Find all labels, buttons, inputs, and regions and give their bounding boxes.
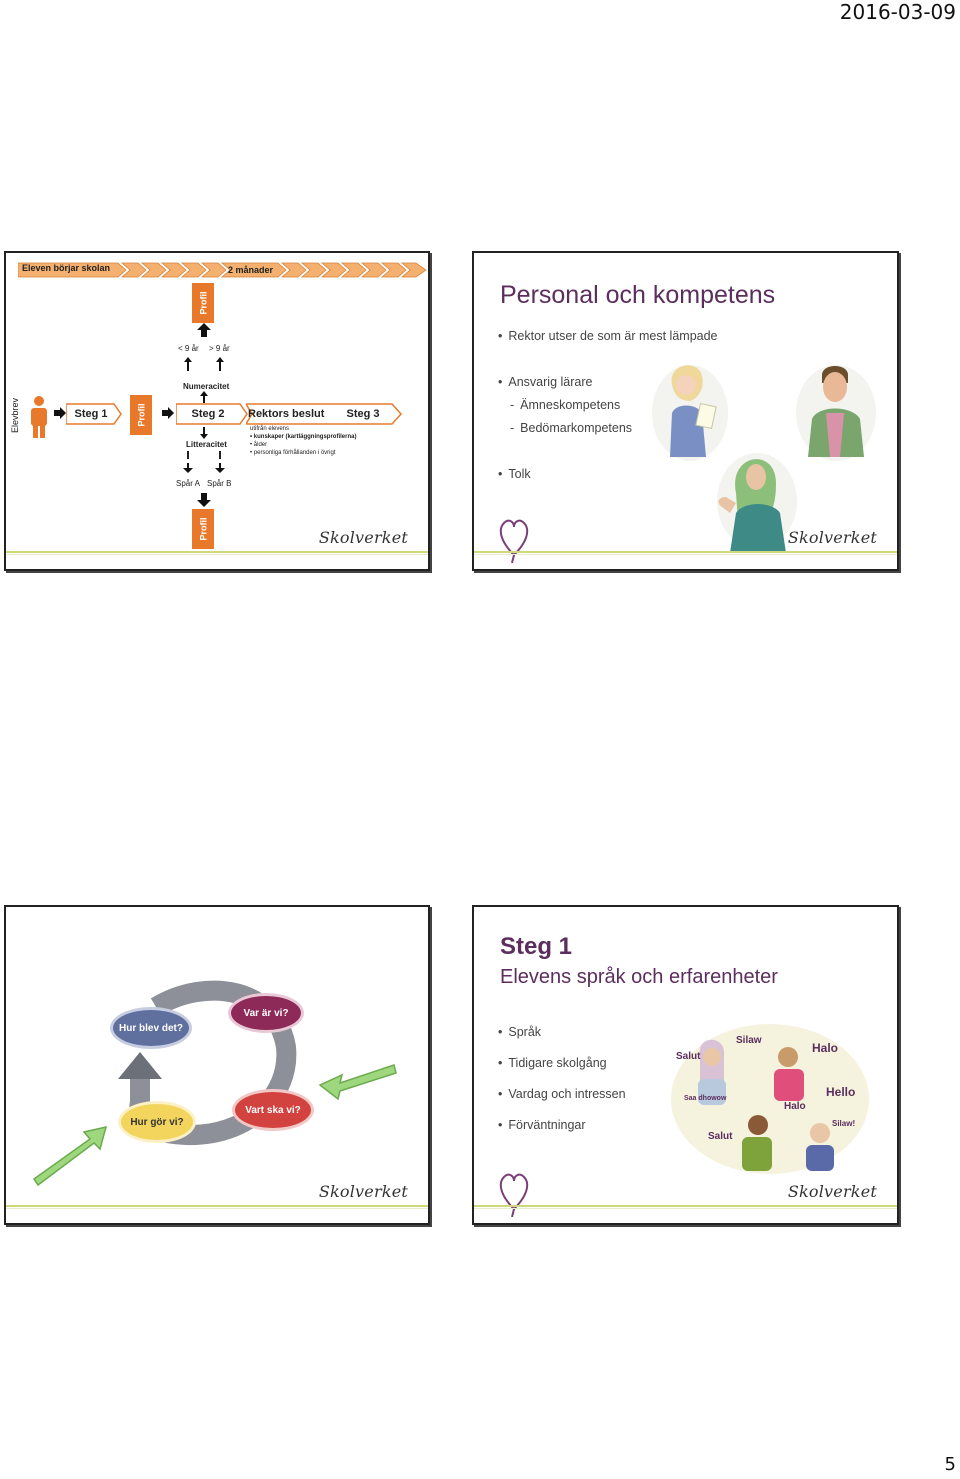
greeting-text: Silaw! (832, 1119, 856, 1128)
steg2-label: Steg 2 (191, 408, 225, 420)
profil-bottom-box: Profil (192, 509, 214, 549)
arrow-up-icon (216, 357, 224, 371)
utifran-text: utifrån elevens (250, 426, 290, 432)
criteria-item: • kunskaper (kartläggningsprofilerna) (250, 434, 357, 440)
man-illustration (796, 365, 876, 461)
criteria-item: • ålder (250, 442, 268, 448)
bullet-item: Tidigare skolgång (498, 1056, 606, 1070)
footer-band (474, 554, 897, 555)
arrow-up-icon (197, 323, 211, 337)
footer-band (6, 1205, 428, 1207)
spar-b-label: Spår B (207, 479, 232, 488)
hur-blev-det-bubble: Hur blev det? (110, 1007, 192, 1049)
slide-steg1: Steg 1 Elevens språk och erfarenheter Sp… (472, 905, 899, 1225)
footer-band (474, 1205, 897, 1207)
steg1-label: Steg 1 (74, 408, 108, 420)
steg3-chevron (246, 403, 402, 425)
greeting-text: Halo (784, 1101, 806, 1112)
footer-band (6, 1208, 428, 1209)
numeracitet-label: Numeracitet (183, 382, 230, 391)
bullet-item: Språk (498, 1025, 541, 1039)
greeting-text: Hello (826, 1085, 856, 1099)
age-over-label: > 9 år (209, 344, 230, 353)
arrow-down-icon (215, 463, 225, 473)
age-under-label: < 9 år (178, 344, 199, 353)
greeting-text: Silaw (736, 1035, 762, 1046)
woman-hijab-illustration (717, 453, 797, 553)
arrow-down-icon (183, 463, 193, 473)
bullet-item: Ansvarig lärare (498, 375, 592, 389)
arrow-right-icon (54, 407, 66, 419)
greeting-text: Saa dhowow (684, 1095, 727, 1102)
person-icon (31, 396, 47, 438)
page-date: 2016-03-09 (839, 0, 956, 24)
spar-a-label: Spår A (176, 479, 201, 488)
var-ar-vi-bubble: Var är vi? (228, 993, 304, 1033)
hur-gor-vi-bubble: Hur gör vi? (118, 1101, 196, 1143)
elevbrev-label: Elevbrev (10, 397, 20, 433)
arrow-up-icon (184, 357, 192, 371)
connector-line (187, 451, 189, 459)
page-number: 5 (944, 1454, 956, 1475)
arrow-right-icon (162, 407, 174, 419)
footer-band (6, 554, 428, 555)
teacher-illustration (652, 365, 728, 461)
sub-bullet-item: Ämneskompetens (510, 398, 620, 412)
slide-flowchart: Eleven börjar skolan 2 månader Profil < … (4, 251, 430, 571)
greeting-text: Salut (708, 1131, 733, 1142)
bullet-item: Vardag och intressen (498, 1087, 625, 1101)
connector-line (219, 451, 221, 459)
steg2-chevron (176, 403, 248, 425)
footer-band (474, 551, 897, 553)
children-greetings-illustration (671, 1024, 869, 1174)
slide-personal: Personal och kompetens Rektor utser de s… (472, 251, 899, 571)
rektors-beslut-label: Rektors beslut (248, 408, 325, 420)
timeline-start-label: Eleven börjar skolan (22, 263, 111, 273)
steg1-chevron (66, 403, 122, 425)
heart-logo-icon (499, 519, 529, 563)
slide-title: Personal och kompetens (500, 281, 776, 309)
vart-ska-vi-bubble: Vart ska vi? (232, 1089, 314, 1131)
slide-subtitle: Elevens språk och erfarenheter (500, 966, 778, 988)
bullet-item: Tolk (498, 467, 530, 481)
arrow-down-icon (200, 427, 208, 439)
timeline-chevrons (18, 262, 427, 278)
sub-bullet-item: Bedömarkompetens (510, 421, 632, 435)
skolverket-logo: Skolverket (787, 1182, 877, 1201)
skolverket-logo: Skolverket (318, 1182, 408, 1201)
slide-title: Steg 1 (500, 933, 573, 960)
steg3-label: Steg 3 (346, 408, 380, 420)
footer-band (6, 551, 428, 553)
skolverket-logo: Skolverket (318, 528, 408, 547)
greeting-text: Halo (812, 1041, 839, 1055)
slide-cycle: Hur blev det? Var är vi? Vart ska vi? Hu… (4, 905, 430, 1225)
timeline-duration-label: 2 månader (228, 265, 274, 275)
skolverket-logo: Skolverket (787, 528, 877, 547)
profil-top-box: Profil (192, 283, 214, 323)
bullet-item: Förväntningar (498, 1118, 585, 1132)
arrow-down-icon (197, 493, 211, 507)
footer-band (474, 1208, 897, 1209)
profil-middle-box: Profil (130, 395, 152, 435)
bullet-item: Rektor utser de som är mest lämpade (498, 329, 717, 343)
heart-logo-icon (499, 1173, 529, 1217)
cycle-diagram (32, 980, 397, 1187)
criteria-item: • personliga förhållanden i övrigt (250, 450, 336, 456)
litteracitet-label: Litteracitet (186, 440, 227, 449)
arrow-up-icon (200, 391, 208, 403)
greeting-text: Salut (676, 1051, 701, 1062)
